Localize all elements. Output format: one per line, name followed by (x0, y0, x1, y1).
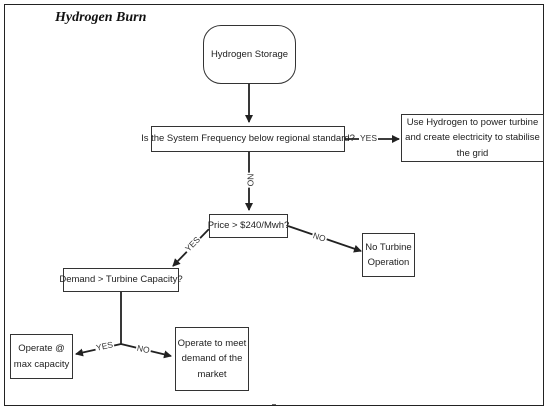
page-marker (272, 404, 276, 405)
edge-label-frequency-yes: YES (359, 133, 379, 143)
node-demand-question-label: Demand > Turbine Capacity? (59, 274, 183, 286)
node-hydrogen-storage-label: Hydrogen Storage (210, 48, 289, 60)
node-operate-meet-label: Operate to meet demand of the market (177, 338, 247, 380)
node-price-question-label: Price > $240/Mwh? (207, 220, 290, 232)
node-no-turbine: No Turbine Operation (362, 233, 415, 277)
node-use-hydrogen-label: Use Hydrogen to power turbine and create… (405, 117, 540, 159)
edge-label-frequency-no: NO (245, 172, 256, 188)
diagram-title: Hydrogen Burn (55, 10, 147, 25)
node-frequency-question-label: Is the System Frequency below regional s… (141, 133, 355, 145)
node-demand-question: Demand > Turbine Capacity? (59, 268, 183, 292)
node-frequency-question: Is the System Frequency below regional s… (141, 126, 355, 152)
node-no-turbine-label: No Turbine Operation (365, 241, 412, 268)
node-hydrogen-storage: Hydrogen Storage (203, 25, 296, 84)
node-use-hydrogen: Use Hydrogen to power turbine and create… (401, 114, 544, 162)
node-operate-meet: Operate to meet demand of the market (175, 327, 249, 391)
node-operate-max-label: Operate @ max capacity (13, 343, 70, 370)
node-operate-max: Operate @ max capacity (10, 334, 73, 379)
node-price-question: Price > $240/Mwh? (207, 214, 290, 238)
